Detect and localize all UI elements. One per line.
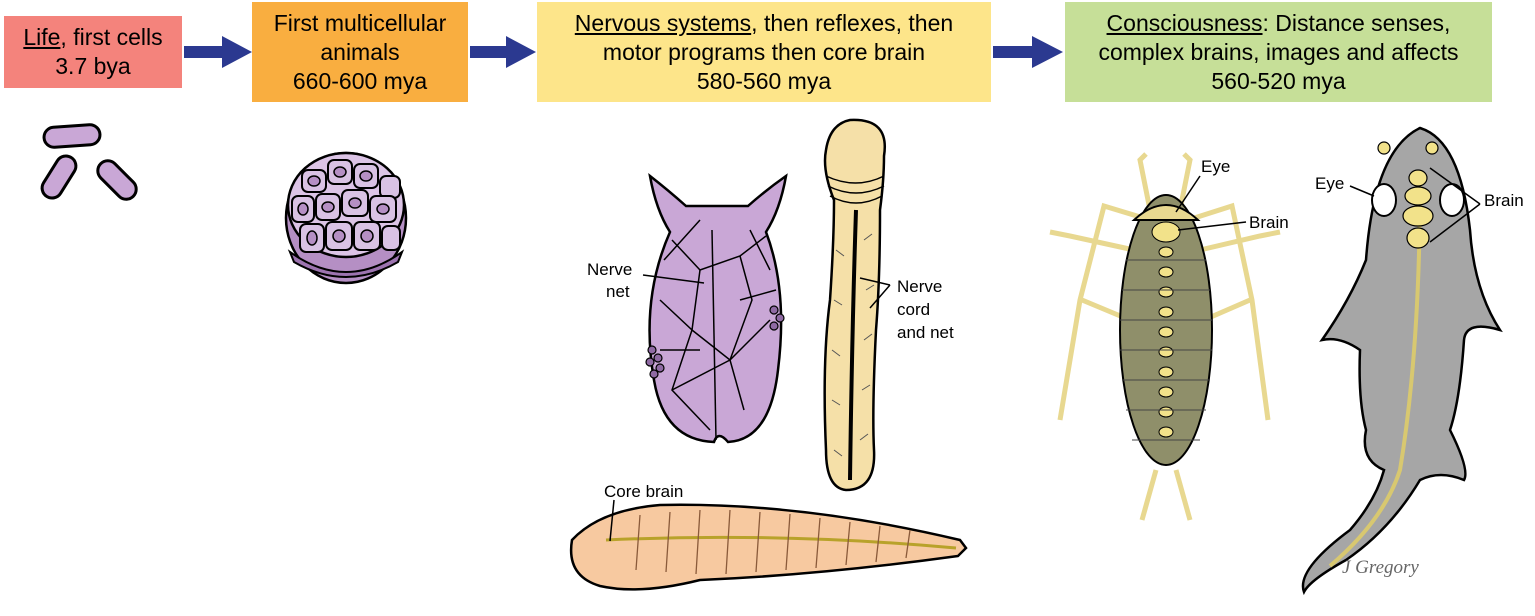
label-insect-eye: Eye <box>1201 157 1230 176</box>
worm-nerve-cord-illustration <box>823 118 887 492</box>
stage-box-consciousness: Consciousness: Distance senses, complex … <box>1065 2 1492 102</box>
stage-text: animals <box>320 38 400 65</box>
stage-date: 3.7 bya <box>55 53 131 79</box>
label-nerve-net-2: net <box>606 282 630 301</box>
nerve-cord-pointer <box>859 277 891 309</box>
core-brain-creature-illustration <box>569 503 968 591</box>
stage-box-life: Life, first cells 3.7 bya <box>4 16 182 88</box>
label-fish-eye: Eye <box>1315 174 1344 193</box>
stage-date: 560-520 mya <box>1211 67 1346 94</box>
multicellular-cluster-illustration <box>284 151 408 285</box>
stage-text: motor programs then core brain <box>602 38 926 65</box>
label-fish-brain: Brain <box>1484 191 1524 210</box>
stage-text: complex brains, images and affects <box>1098 38 1459 65</box>
fish-brain-pointer <box>1429 167 1481 243</box>
stage-date: 580-560 mya <box>696 67 832 94</box>
label-insect-brain: Brain <box>1249 213 1289 232</box>
core-brain-pointer <box>609 499 615 542</box>
stage-text: , then reflexes, then <box>751 9 954 36</box>
fish-eye-pointer <box>1349 185 1375 197</box>
stage-text: , first cells <box>60 24 163 50</box>
stage-text: : Distance senses, <box>1262 9 1451 36</box>
insect-brain-pointer <box>1177 221 1247 231</box>
stage-term: Life <box>23 24 61 50</box>
stage-term: Consciousness <box>1106 9 1263 36</box>
label-nerve-cord-3: and net <box>897 323 954 342</box>
insect-eye-pointer <box>1175 175 1201 213</box>
arrow-icon <box>470 36 536 68</box>
artist-signature: J Gregory <box>1342 557 1419 578</box>
arrow-icon <box>993 36 1063 68</box>
arrow-icon <box>184 36 252 68</box>
label-nerve-cord-1: Nerve <box>897 277 942 296</box>
stage-term: Nervous systems <box>574 9 752 36</box>
nerve-net-creature-illustration <box>645 173 788 444</box>
label-nerve-cord-2: cord <box>897 300 930 319</box>
arthropod-illustration <box>1049 152 1281 521</box>
stage-box-nervous-systems: Nervous systems, then reflexes, then mot… <box>537 2 991 102</box>
first-cells-illustration <box>40 123 138 201</box>
label-core-brain: Core brain <box>604 482 683 501</box>
stage-text: First multicellular <box>273 9 447 36</box>
stage-date: 660-600 mya <box>292 67 428 94</box>
label-nerve-net-1: Nerve <box>587 260 632 279</box>
nerve-net-pointer <box>642 274 705 284</box>
fish-illustration <box>1301 126 1503 596</box>
stage-box-multicellular: First multicellular animals 660-600 mya <box>252 2 468 102</box>
